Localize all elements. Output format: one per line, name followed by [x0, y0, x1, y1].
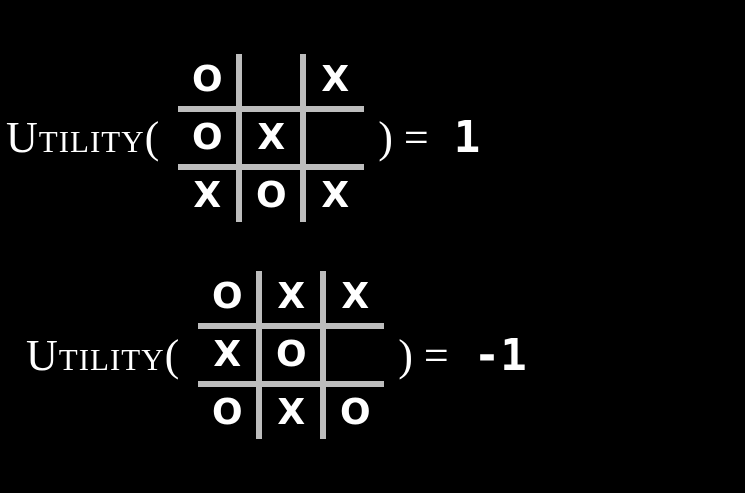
board-cell: O [198, 387, 257, 440]
board-cell: O [326, 387, 385, 440]
board-cell: X [262, 387, 321, 440]
board-cell: O [178, 111, 237, 164]
utility-value: 1 [453, 112, 481, 164]
board-cell: O [178, 53, 237, 106]
board-cell: X [178, 169, 237, 222]
tictactoe-board-2: O X X X O O X O [198, 271, 385, 440]
tictactoe-board-1: O X O X X O X [178, 53, 365, 222]
utility-equation-1: Utility( O X O X X O X ) = 1 [0, 53, 745, 222]
board-cell: X [198, 329, 257, 382]
board-cell: X [242, 111, 301, 164]
utility-value: -1 [473, 329, 527, 381]
board-cell: X [262, 271, 321, 324]
board-cell: O [242, 169, 301, 222]
board-cell: O [262, 329, 321, 382]
close-paren-equals: ) = [378, 113, 440, 163]
board-cell: X [326, 271, 385, 324]
close-paren-equals: ) = [398, 330, 460, 380]
board-cell [242, 53, 301, 106]
utility-equation-2: Utility( O X X X O O X O ) = -1 [0, 271, 745, 440]
board-cell: X [306, 169, 365, 222]
board-cell [326, 329, 385, 382]
board-cell: O [198, 271, 257, 324]
utility-function-label: Utility( [6, 113, 161, 163]
board-cell: X [306, 53, 365, 106]
utility-function-label: Utility( [26, 330, 181, 380]
board-cell [306, 111, 365, 164]
